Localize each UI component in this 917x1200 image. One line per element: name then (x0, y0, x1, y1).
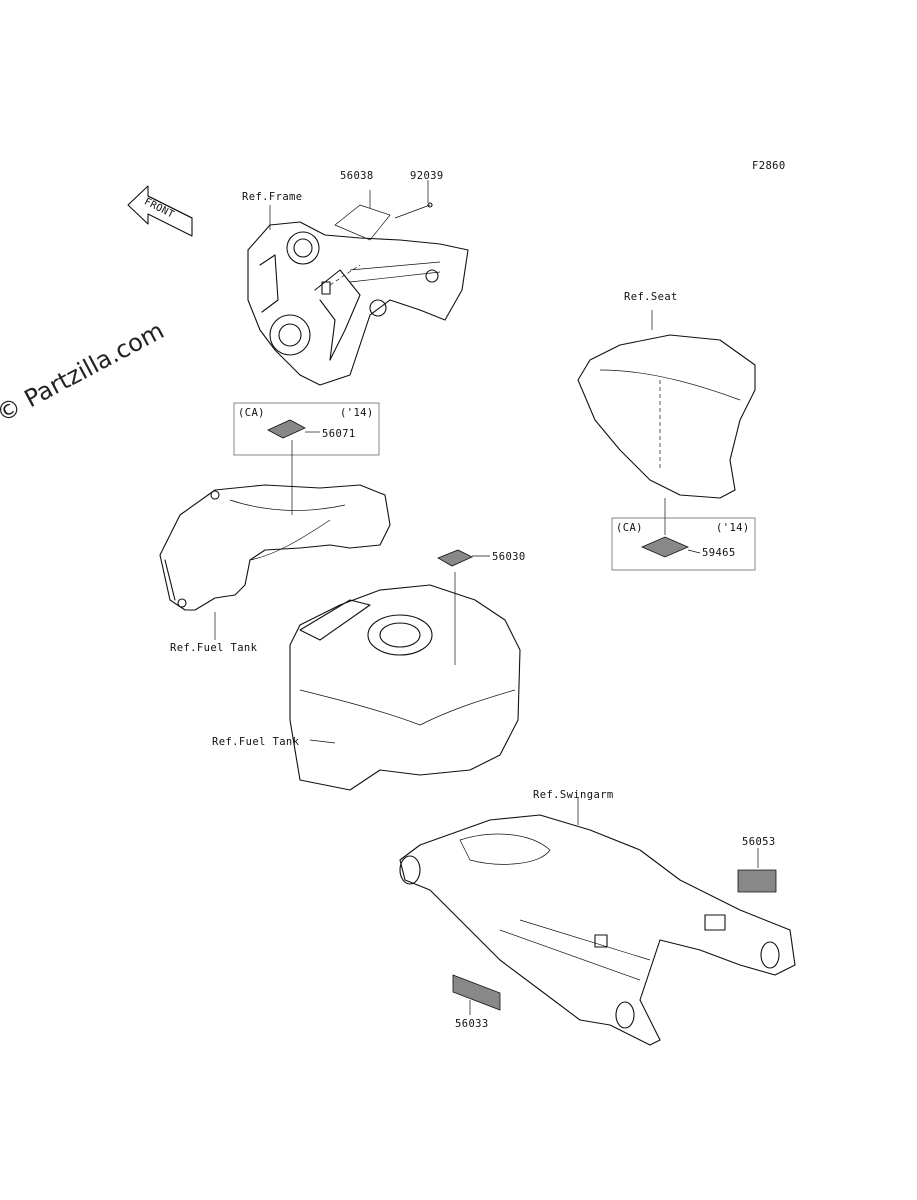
seat-drawing (577, 310, 756, 535)
fuel-tank-upper-drawing (159, 484, 391, 640)
part-92039-label: 92039 (410, 170, 444, 182)
tank-callout-box (233, 402, 380, 456)
tank-box-year: ('14) (340, 407, 374, 419)
front-arrow-icon (127, 185, 193, 237)
ref-seat-label: Ref.Seat (624, 291, 678, 303)
part-56038-label: 56038 (340, 170, 374, 182)
frame-drawing (247, 180, 469, 386)
seat-callout-box (611, 517, 756, 571)
ref-swingarm-label: Ref.Swingarm (533, 789, 614, 801)
ref-frame-label: Ref.Frame (242, 191, 303, 203)
ref-fuel-tank-lower-label: Ref.Fuel Tank (212, 736, 300, 748)
ref-fuel-tank-upper-label: Ref.Fuel Tank (170, 642, 258, 654)
swingarm-drawing (399, 798, 796, 1046)
part-56030-label: 56030 (492, 551, 526, 563)
part-56053-label: 56053 (742, 836, 776, 848)
seat-box-region: (CA) (616, 522, 643, 534)
part-59465-label: 59465 (702, 547, 736, 559)
seat-box-year: ('14) (716, 522, 750, 534)
figure-code: F2860 (752, 160, 786, 172)
tank-box-region: (CA) (238, 407, 265, 419)
part-56033-label: 56033 (455, 1018, 489, 1030)
fuel-tank-lower-drawing (289, 572, 521, 791)
part-56071-label: 56071 (322, 428, 356, 440)
